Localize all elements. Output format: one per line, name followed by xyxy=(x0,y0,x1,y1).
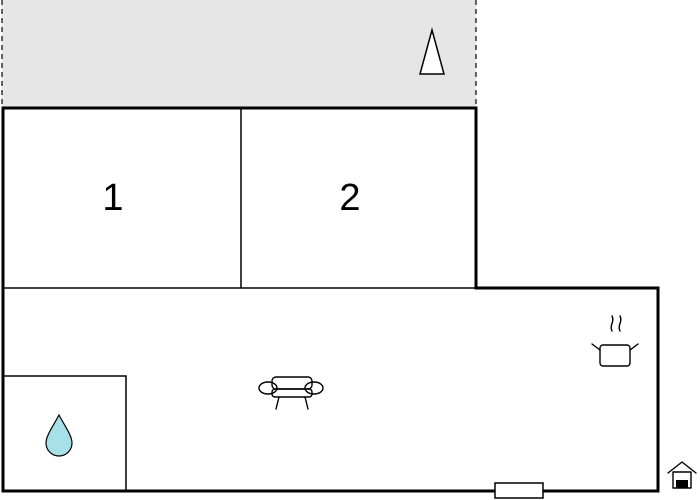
room-label-2: 2 xyxy=(339,177,360,219)
bathroom-walls xyxy=(3,375,127,491)
terrace-fill xyxy=(2,0,476,108)
north-arrow-icon xyxy=(419,27,445,75)
entrance-house-icon xyxy=(667,461,697,489)
terrace-area xyxy=(1,0,477,108)
window-icon xyxy=(494,482,544,499)
sofa-icon xyxy=(258,376,324,410)
outer-walls xyxy=(1,106,660,493)
water-drop-icon xyxy=(45,413,73,457)
cooking-pot-icon xyxy=(591,315,639,367)
room-label-1: 1 xyxy=(102,177,123,219)
